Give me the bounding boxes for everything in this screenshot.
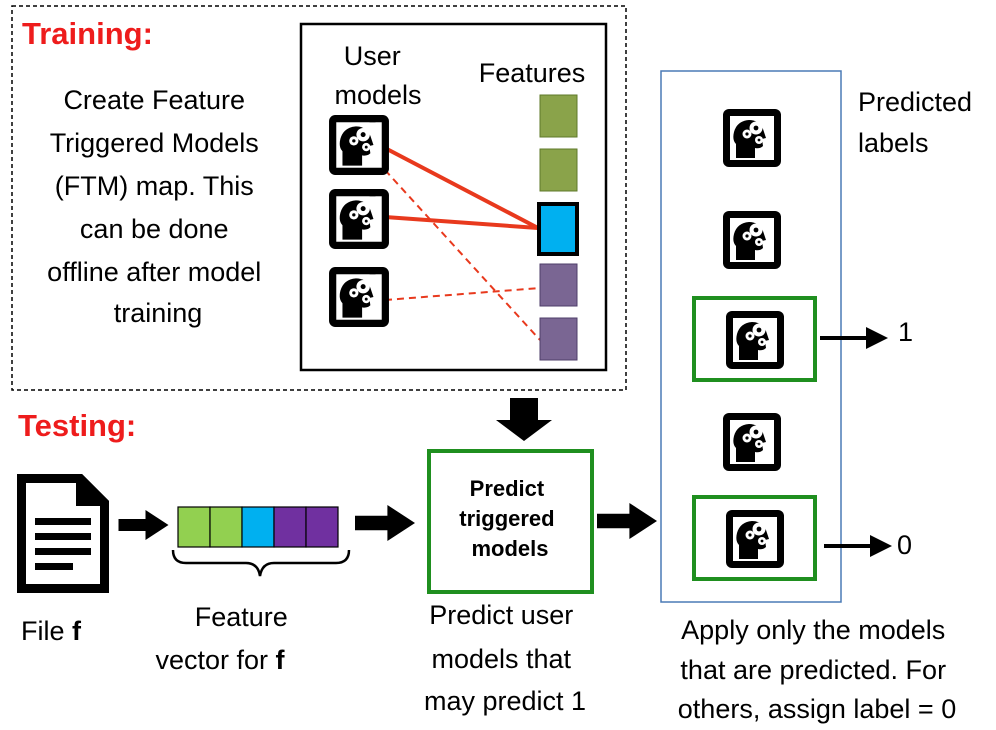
training-description-line: can be done [80, 214, 229, 244]
training-description-line: Triggered Models [50, 128, 259, 158]
right-arrow-icon [118, 510, 169, 540]
predict-caption: Predict user models that may predict 1 [424, 600, 586, 716]
training-description-line: offline after model [47, 257, 261, 287]
arrow-head-icon [866, 327, 888, 349]
testing-heading: Testing: [18, 408, 136, 443]
output-label: 1 [898, 317, 913, 347]
feature-square-triggered [537, 202, 579, 256]
feature-square [539, 317, 578, 361]
output-label: 0 [897, 530, 912, 560]
predict-triggered-models-box [427, 449, 594, 594]
model-icon [329, 189, 389, 249]
selected-model-highlight [692, 296, 817, 382]
document-icon [17, 474, 109, 593]
feature-vector-label: Feature vector for f [155, 602, 295, 675]
right-arrow-icon [597, 503, 657, 539]
training-description-line: (FTM) map. This [55, 171, 254, 201]
selected-model-highlight [692, 495, 817, 581]
model-icon [726, 311, 784, 369]
ftm-map-box [299, 22, 608, 372]
model-icon [329, 115, 389, 175]
down-arrow-icon [496, 398, 552, 441]
model-feature-link-dashed [384, 287, 541, 301]
predict-box-label: Predict triggered models [459, 476, 560, 561]
feature-square [539, 148, 578, 192]
feature-cell [305, 506, 339, 548]
model-icon [723, 109, 781, 167]
training-description-line: Create Feature [63, 85, 245, 115]
file-label: File f [21, 616, 82, 646]
training-description-line: training [114, 298, 203, 328]
model-feature-link [384, 215, 539, 230]
training-description: Create Feature Triggered Models (FTM) ma… [47, 85, 269, 328]
feature-cell [209, 506, 243, 548]
feature-vector [177, 506, 339, 548]
feature-cell [177, 506, 211, 548]
apply-caption: Apply only the models that are predicted… [678, 615, 956, 724]
brace-icon [171, 549, 351, 577]
right-arrow-icon [355, 505, 415, 541]
model-icon [723, 211, 781, 269]
feature-square [539, 263, 578, 307]
user-models-label: User models [334, 41, 421, 110]
feature-square [539, 94, 578, 138]
feature-cell [273, 506, 307, 548]
model-feature-link [384, 146, 539, 230]
model-feature-link-dashed [384, 169, 541, 341]
model-icon [723, 413, 781, 471]
predicted-labels-header: Predicted labels [858, 87, 980, 158]
model-icon [329, 267, 389, 327]
training-panel [11, 5, 627, 391]
arrow-head-icon [870, 535, 892, 557]
model-icon [726, 510, 784, 568]
features-label: Features [479, 58, 586, 88]
training-heading: Training: [22, 16, 153, 51]
feature-cell [241, 506, 275, 548]
